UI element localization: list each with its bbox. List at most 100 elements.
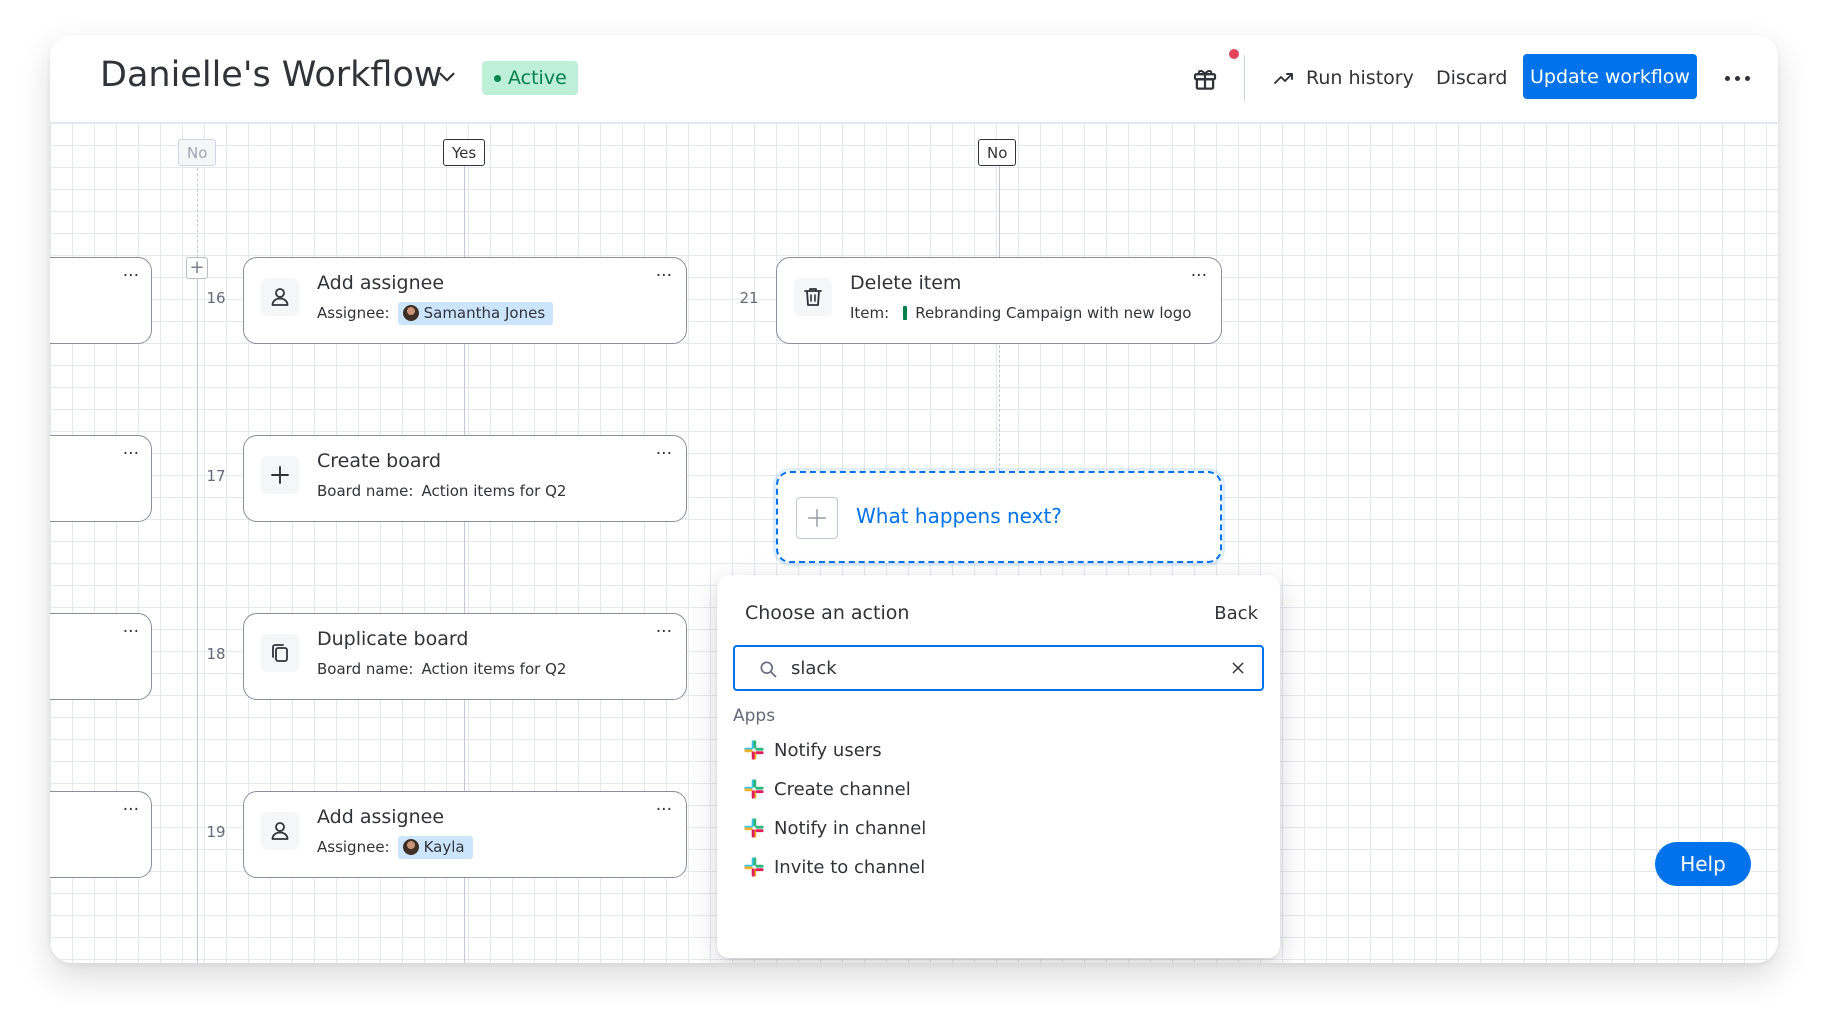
run-history-button[interactable]: Run history <box>1272 61 1414 95</box>
step-number: 16 <box>206 289 226 307</box>
assignee-name: Kayla <box>423 838 465 856</box>
field-value: Action items for Q2 <box>421 660 567 678</box>
person-icon <box>261 812 299 850</box>
search-input[interactable] <box>791 655 1191 681</box>
card-menu-icon[interactable]: ··· <box>122 444 139 464</box>
card-field: Assignee: Kayla <box>317 835 473 859</box>
card-menu-icon[interactable]: ··· <box>122 622 139 642</box>
step-card-duplicate-board[interactable]: Duplicate board Board name: Action items… <box>243 613 687 700</box>
field-value: Action items for Q2 <box>421 482 567 500</box>
card-field: Board name: Action items for Q2 <box>317 658 566 680</box>
branch-tag-yes[interactable]: Yes <box>443 139 486 166</box>
avatar <box>402 305 419 321</box>
plus-icon <box>261 456 299 494</box>
discard-button[interactable]: Discard <box>1436 67 1508 89</box>
field-label: Item: <box>850 304 890 322</box>
card-field: Board name: Action items for Q2 <box>317 480 566 502</box>
option-label: Notify in channel <box>774 817 927 839</box>
update-workflow-button[interactable]: Update workflow <box>1523 54 1697 99</box>
what-happens-next-card[interactable]: What happens next? <box>776 471 1222 563</box>
step-number: 18 <box>206 645 226 663</box>
option-notify-users[interactable]: Notify users <box>743 733 882 767</box>
field-label: Board name: <box>317 482 414 500</box>
header-divider <box>1244 55 1245 101</box>
connector-line <box>197 163 198 263</box>
item-color-icon <box>903 306 908 320</box>
notification-dot-icon <box>1229 49 1239 59</box>
workflow-window: Danielle's Workflow Active Run history D… <box>50 35 1778 963</box>
assignee-chip[interactable]: Kayla <box>397 835 473 859</box>
option-create-channel[interactable]: Create channel <box>743 772 911 806</box>
run-history-label: Run history <box>1306 67 1414 89</box>
field-value: Rebranding Campaign with new logo <box>915 304 1192 322</box>
option-notify-in-channel[interactable]: Notify in channel <box>743 811 926 845</box>
connector-line <box>197 279 198 963</box>
status-dot-icon <box>494 74 501 82</box>
slack-icon <box>744 857 764 877</box>
workflow-canvas[interactable]: No Yes No + ··· ··· ··· ··· 16 17 18 19 … <box>50 123 1778 963</box>
card-menu-icon[interactable]: ··· <box>655 444 672 464</box>
trend-icon <box>1274 73 1293 84</box>
more-options-icon[interactable] <box>1720 63 1754 93</box>
header-bar: Danielle's Workflow Active Run history D… <box>50 35 1778 123</box>
card-menu-icon[interactable]: ··· <box>655 266 672 286</box>
close-icon[interactable] <box>1230 660 1246 676</box>
step-card-delete-item[interactable]: Delete item Item: Rebranding Campaign wi… <box>776 257 1222 344</box>
trash-icon <box>794 278 832 316</box>
what-happens-next-label: What happens next? <box>856 504 1062 528</box>
popover-title: Choose an action <box>745 602 910 624</box>
slack-icon <box>744 779 764 799</box>
step-number: 21 <box>739 289 759 307</box>
option-label: Invite to channel <box>774 856 926 878</box>
card-field: Item: Rebranding Campaign with new logo <box>850 302 1191 324</box>
choose-action-popover: Choose an action Back Apps Notify users <box>717 575 1280 958</box>
status-badge: Active <box>482 61 578 95</box>
chevron-down-icon[interactable] <box>434 64 460 90</box>
assignee-name: Samantha Jones <box>423 304 546 322</box>
duplicate-icon <box>261 634 299 672</box>
slack-icon <box>744 740 764 760</box>
connector-line <box>999 345 1000 471</box>
card-field: Assignee: Samantha Jones <box>317 301 554 325</box>
slack-icon <box>744 818 764 838</box>
step-card-partial[interactable]: ··· <box>50 791 152 878</box>
connector-line <box>999 163 1000 257</box>
card-title: Duplicate board <box>317 628 469 650</box>
option-label: Create channel <box>774 778 911 800</box>
person-icon <box>261 278 299 316</box>
back-button[interactable]: Back <box>1214 603 1258 624</box>
search-icon <box>760 661 777 678</box>
workflow-title[interactable]: Danielle's Workflow <box>100 55 443 95</box>
card-title: Delete item <box>850 272 962 294</box>
step-card-add-assignee[interactable]: Add assignee Assignee: Kayla ··· <box>243 791 687 878</box>
status-label: Active <box>508 67 567 89</box>
option-invite-to-channel[interactable]: Invite to channel <box>743 850 925 884</box>
card-menu-icon[interactable]: ··· <box>1190 266 1207 286</box>
step-card-add-assignee[interactable]: Add assignee Assignee: Samantha Jones ··… <box>243 257 687 344</box>
assignee-chip[interactable]: Samantha Jones <box>397 301 554 325</box>
card-menu-icon[interactable]: ··· <box>655 800 672 820</box>
step-number: 19 <box>206 823 226 841</box>
card-menu-icon[interactable]: ··· <box>122 266 139 286</box>
card-menu-icon[interactable]: ··· <box>122 800 139 820</box>
help-button[interactable]: Help <box>1655 842 1751 886</box>
gift-icon[interactable] <box>1190 63 1220 93</box>
branch-tag-no[interactable]: No <box>178 139 217 166</box>
connector-line <box>464 163 465 963</box>
card-title: Create board <box>317 450 442 472</box>
field-label: Assignee: <box>317 838 390 856</box>
add-step-icon[interactable]: + <box>186 257 208 279</box>
search-field[interactable] <box>733 645 1264 691</box>
step-card-create-board[interactable]: Create board Board name: Action items fo… <box>243 435 687 522</box>
step-number: 17 <box>206 467 226 485</box>
plus-icon <box>796 497 838 539</box>
step-card-partial[interactable]: ··· <box>50 257 152 344</box>
field-label: Assignee: <box>317 304 390 322</box>
card-title: Add assignee <box>317 272 445 294</box>
avatar <box>402 839 419 855</box>
step-card-partial[interactable]: ··· <box>50 435 152 522</box>
step-card-partial[interactable]: ··· <box>50 613 152 700</box>
card-menu-icon[interactable]: ··· <box>655 622 672 642</box>
branch-tag-no[interactable]: No <box>978 139 1017 166</box>
field-label: Board name: <box>317 660 414 678</box>
